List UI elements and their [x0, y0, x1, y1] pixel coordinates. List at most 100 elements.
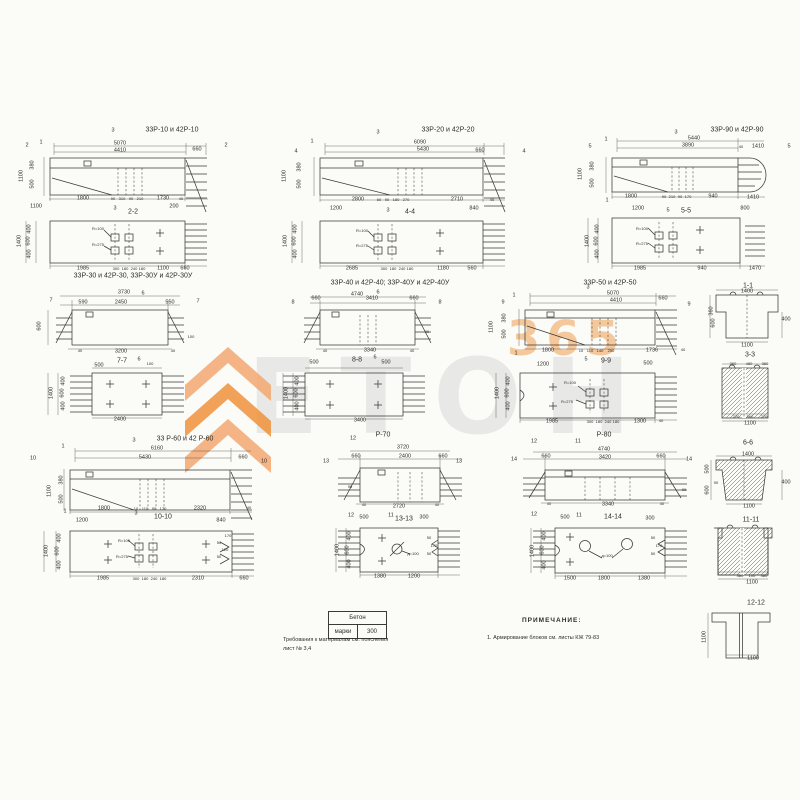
section-label-6-6: 6-6: [742, 439, 754, 447]
dim-label: 50: [216, 540, 222, 545]
dim-label: 170: [224, 533, 232, 538]
dim-label: 600: [710, 318, 717, 328]
dim-label: 90: [677, 194, 683, 199]
dim-label: 90: [151, 506, 157, 511]
dim-label: R=275: [636, 241, 648, 246]
note-item-1: 1. Армирование блоков см. листы КЖ 79-83: [487, 635, 600, 641]
dim-label: 11: [575, 438, 581, 445]
dim-label: 4: [522, 148, 526, 155]
dim-label: 50: [216, 554, 222, 559]
dim-label: 940: [697, 265, 707, 272]
dim-label: 50: [426, 535, 432, 540]
dim-label: 50: [426, 551, 432, 556]
note-heading: ПРИМЕЧАНИЕ:: [522, 617, 582, 624]
section-label-4-4: 4-4: [404, 208, 416, 216]
section-label-8-8: 8-8: [351, 356, 363, 364]
dim-label: 180: [121, 266, 129, 271]
dim-label: 6160: [150, 445, 164, 452]
dim-label: 90: [681, 487, 687, 492]
dim-label: 180: [392, 197, 400, 202]
section-6-6: [710, 455, 783, 505]
dim-label: 9: [687, 301, 691, 308]
note-requirements-2: лист № 3,4: [283, 646, 312, 652]
dim-label: 400: [781, 316, 791, 323]
dim-label: R=100: [564, 380, 576, 385]
dim-label: 1400: [334, 543, 341, 557]
dim-label: 360: [729, 361, 737, 366]
dim-label: 1200: [631, 205, 645, 212]
dim-label: 1800: [97, 505, 111, 512]
dim-label: 2310: [191, 575, 205, 582]
dim-label: 300: [112, 266, 120, 271]
dim-label: 1410: [746, 194, 760, 201]
dim-label: 1410: [751, 143, 765, 150]
dim-label: 400: [26, 249, 33, 259]
materials-table-line1: Бетон: [329, 612, 386, 625]
dim-label: 2: [224, 142, 228, 149]
dim-label: 600: [36, 321, 43, 331]
dim-label: 5070: [606, 290, 620, 297]
dim-label: 2800: [351, 196, 365, 203]
elevation-r90: [605, 138, 767, 199]
dim-label: 60: [376, 197, 382, 202]
dim-label: 500: [29, 179, 36, 189]
section-label-1-1: 1-1: [742, 282, 754, 290]
dim-label: 11: [576, 512, 582, 519]
dim-label: 400: [505, 376, 512, 386]
dim-label: 6090: [413, 139, 427, 146]
dim-label: 40: [434, 502, 440, 507]
dim-label: 400: [294, 376, 301, 386]
dim-label: 1: [310, 138, 314, 145]
materials-table: Бетон марки 300: [328, 611, 387, 639]
dim-label: 660: [656, 453, 666, 460]
dim-label: 500: [58, 494, 65, 504]
dim-label: 1100: [743, 503, 755, 510]
dim-label: 1180: [437, 265, 449, 272]
dim-label: 400: [541, 560, 548, 570]
dim-label: 500: [94, 362, 104, 369]
dim-label: 1800: [541, 347, 555, 354]
dim-label: 660: [239, 575, 249, 582]
dim-label: 1380: [637, 575, 651, 582]
dim-label: 1100: [747, 655, 759, 662]
dim-label: 110: [586, 348, 594, 353]
section-11-11: [714, 524, 773, 580]
plan-4-4: [291, 220, 506, 269]
dim-label: 300: [132, 576, 140, 581]
dim-label: 4740: [597, 446, 611, 453]
plan-14-14: [530, 527, 688, 579]
dim-label: 300: [380, 266, 388, 271]
dim-label: 500: [560, 514, 570, 521]
dim-label: 5440: [687, 135, 701, 142]
dim-label: 500: [381, 359, 391, 366]
dim-label: 500: [643, 360, 653, 367]
dim-label: 1200: [75, 517, 89, 524]
dim-label: 40: [246, 505, 252, 510]
dim-label: 1100: [157, 265, 169, 272]
dim-label: 1400: [741, 451, 755, 458]
dim-label: 600: [704, 485, 711, 495]
dim-label: 1800: [624, 193, 638, 200]
dim-label: 310: [118, 196, 126, 201]
dim-label: 1400: [584, 234, 591, 248]
dim-label: 1100: [744, 420, 756, 427]
dim-label: 40: [680, 347, 686, 352]
dim-label: 90: [424, 329, 430, 334]
dim-label: 170: [684, 194, 692, 199]
dim-label: 1400: [16, 234, 23, 248]
dim-label: 12: [530, 511, 538, 518]
dim-label: 3: [134, 510, 138, 517]
watermark-number: 365: [506, 311, 626, 367]
drawing-title-r60: 33 Р-60 и 42 Р-60: [156, 435, 214, 443]
dim-label: 660: [438, 453, 448, 460]
dim-label: 500: [359, 514, 369, 521]
dim-label: 1400: [529, 544, 536, 558]
dim-label: 90: [347, 484, 353, 489]
dim-label: R=100: [118, 538, 130, 543]
dim-label: 380: [589, 161, 596, 171]
dim-label: 2710: [450, 196, 464, 203]
dim-label: 1100: [701, 631, 708, 643]
dim-label: R=275: [561, 399, 573, 404]
dim-label: 600: [293, 388, 300, 398]
